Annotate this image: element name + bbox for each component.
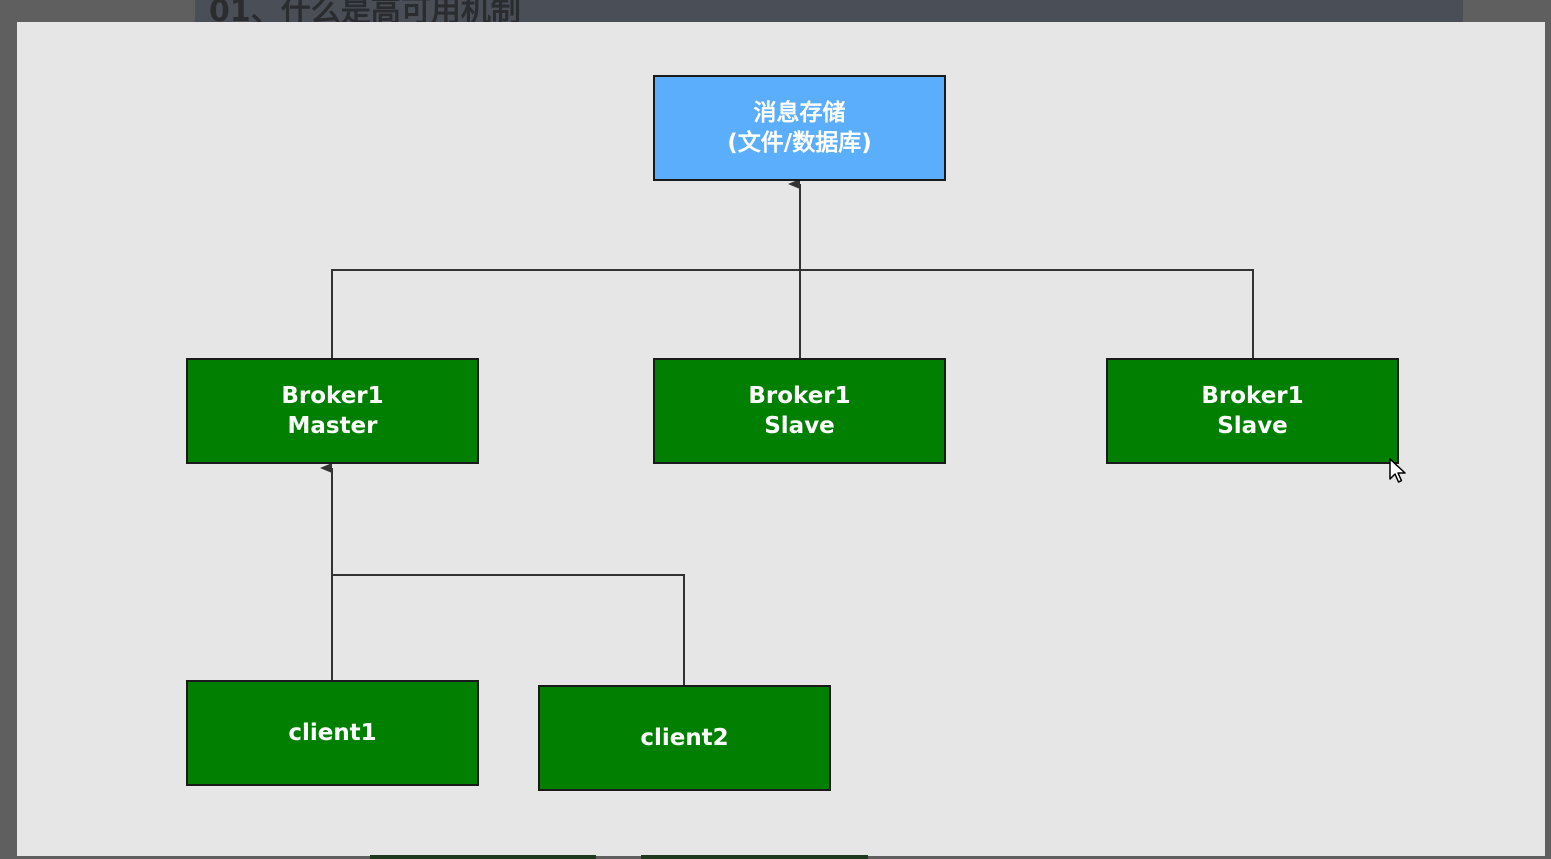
slide-header-strip: 01、什么是高可用机制 bbox=[195, 0, 1463, 22]
slide-title: 01、什么是高可用机制 bbox=[209, 0, 521, 22]
connector-master-to-storage bbox=[331, 269, 800, 358]
connector-client2-to-master bbox=[332, 574, 685, 685]
client1-node: client1 bbox=[186, 680, 479, 786]
message-storage-node: 消息存储 (文件/数据库) bbox=[653, 75, 946, 181]
next-slide-edge bbox=[370, 855, 596, 859]
broker-slave-node: Broker1 Slave bbox=[1106, 358, 1399, 464]
mouse-pointer-icon bbox=[1389, 458, 1406, 483]
client2-node: client2 bbox=[538, 685, 831, 791]
broker-slave-node: Broker1 Slave bbox=[653, 358, 946, 464]
broker-master-node: Broker1 Master bbox=[186, 358, 479, 464]
next-slide-edge bbox=[641, 855, 868, 859]
connector-slave-right-to-storage bbox=[800, 269, 1254, 358]
